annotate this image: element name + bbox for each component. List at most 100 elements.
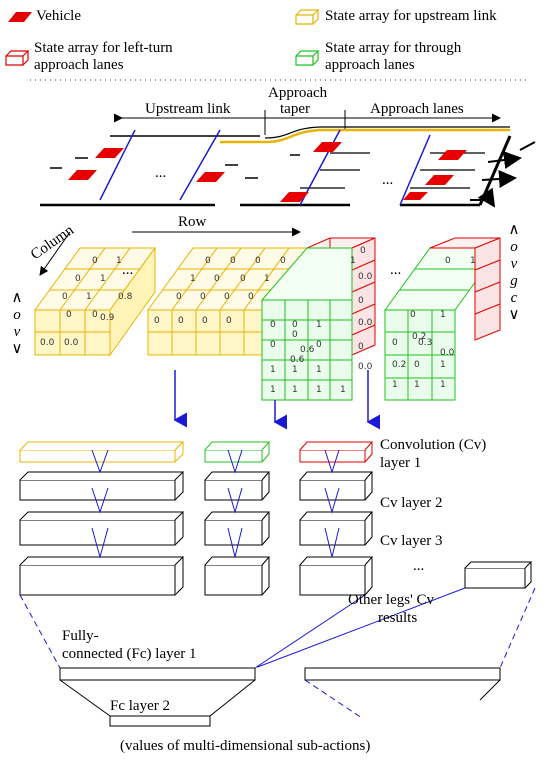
- left-channel-list: ∧ o v ∨: [10, 290, 24, 358]
- cell-value-through-a-10: 1: [316, 365, 322, 375]
- cell-value-through-b-13: 1: [440, 380, 446, 390]
- cell-value-upstream-a-0: 0: [92, 256, 98, 266]
- cell-value-upstream-b-10: 0: [224, 292, 230, 302]
- fc-layers: [19, 587, 536, 727]
- leftturn-grid: [306, 237, 376, 356]
- cell-value-through-a-4: 0: [270, 340, 276, 350]
- approach-taper-label-1: Approach: [268, 85, 328, 101]
- fc1-label-2: connected (Fc) layer 1: [62, 646, 197, 662]
- cell-value-upstream-b-15: 0: [226, 316, 232, 326]
- row-label: Row: [178, 214, 207, 230]
- conv2-label: Cv layer 2: [380, 495, 443, 511]
- legend-upstream-swatch: [295, 9, 320, 25]
- legend-vehicle-swatch: [8, 12, 32, 22]
- cell-value-through-a-2: 1: [316, 320, 322, 330]
- cell-value-through-b-11: 1: [392, 380, 398, 390]
- upstream-grid-a: [34, 246, 156, 357]
- road-ellipsis-1: ...: [155, 165, 167, 181]
- approach-lanes-label: Approach lanes: [370, 101, 464, 117]
- cell-value-through-b-3: 1: [440, 310, 446, 320]
- cell-value-upstream-b-13: 0: [178, 316, 184, 326]
- left-channel-3: ∨: [11, 341, 23, 357]
- cell-value-through-b-6: 0.3: [418, 338, 433, 348]
- fc2-label: Fc layer 2: [110, 698, 170, 714]
- cell-value-upstream-a-3: 1: [100, 274, 106, 284]
- leftturn-grid-b: [429, 237, 501, 341]
- right-channel-1: o: [510, 239, 518, 255]
- cell-value-through-a-0: 0: [270, 320, 276, 330]
- legend-upstream-label: State array for upstream link: [325, 8, 497, 24]
- output-label: (values of multi-dimensional sub-actions…: [120, 738, 371, 754]
- cell-value-upstream-a-11: 0.0: [64, 338, 79, 348]
- cell-value-through-b-4: 0.2: [412, 332, 427, 342]
- cell-value-through-a-8: 1: [270, 365, 276, 375]
- cell-value-through-a-11: 1: [270, 385, 276, 395]
- cell-value-through-b-5: 0: [392, 338, 398, 348]
- legend-through-label-2: approach lanes: [325, 57, 415, 73]
- cell-value-through-b-12: 1: [414, 380, 420, 390]
- cell-value-upstream-a-5: 1: [86, 292, 92, 302]
- cell-value-upstream-a-1: 1: [116, 256, 122, 266]
- legend-leftturn-label-1: State array for left-turn: [34, 40, 173, 56]
- cell-value-upstream-b-4: 1: [190, 274, 196, 284]
- right-channel-5: ∨: [508, 307, 520, 323]
- cell-value-upstream-a-8: 0: [92, 310, 98, 320]
- cell-value-upstream-b-5: 0: [214, 274, 220, 284]
- cell-value-through-a-3: 0: [292, 330, 298, 340]
- column-arrow: [39, 231, 71, 276]
- cell-value-upstream-b-3: 0: [280, 256, 286, 266]
- road-ellipsis-2: ...: [382, 172, 394, 188]
- cell-value-upstream-b-2: 0: [255, 256, 261, 266]
- through-grid-b: [384, 247, 501, 401]
- legend-vehicle-label: Vehicle: [36, 8, 81, 24]
- cell-value-leftturn-0: 0: [360, 246, 366, 256]
- cell-value-through-b-7: 0.0: [440, 348, 455, 358]
- cell-value-upstream-b-14: 0: [202, 316, 208, 326]
- cell-value-through-a-1: 0: [292, 320, 298, 330]
- legend-through-swatch: [295, 50, 320, 66]
- cell-value-through-b-9: 0: [414, 360, 420, 370]
- cnn-column-upstream: [19, 441, 185, 596]
- cell-value-upstream-b-11: 0: [248, 292, 254, 302]
- other-legs-label-2: results: [378, 610, 418, 626]
- cell-value-leftturn-2: 0.0: [358, 272, 373, 282]
- cnn-other-legs: [464, 561, 533, 589]
- cell-value-upstream-a-7: 0: [66, 310, 72, 320]
- cell-value-upstream-a-2: 0: [75, 274, 81, 284]
- upstream-grid-b: [147, 247, 308, 356]
- cell-value-leftturn-6: 0.0: [358, 362, 373, 372]
- cell-value-upstream-b-6: 0: [240, 274, 246, 284]
- cell-value-upstream-b-8: 0: [176, 292, 182, 302]
- upstream-link-label: Upstream link: [145, 101, 231, 117]
- approach-taper-label-2: taper: [280, 101, 310, 117]
- cell-value-leftturn-4: 0.0: [358, 318, 373, 328]
- cell-value-through-b-2: 0: [410, 310, 416, 320]
- cell-value-leftturn-1: 1: [350, 256, 356, 266]
- cell-value-upstream-a-6: 0.8: [118, 292, 133, 302]
- grid-ellipsis-1: ...: [122, 262, 134, 278]
- cell-value-through-b-1: 1: [470, 256, 476, 266]
- left-channel-0: ∧: [11, 290, 23, 306]
- cell-value-upstream-b-1: 0: [230, 256, 236, 266]
- cell-value-through-b-8: 0.2: [392, 360, 407, 370]
- conv1-label-2: layer 1: [380, 455, 422, 471]
- cell-value-leftturn-5: 0: [358, 342, 364, 352]
- cell-value-through-a-5: 0.6: [300, 345, 315, 355]
- cell-value-through-a-12: 1: [292, 385, 298, 395]
- cell-value-upstream-a-9: 0.9: [100, 313, 115, 323]
- right-channel-0: ∧: [508, 222, 520, 238]
- right-channel-2: v: [510, 256, 518, 272]
- cell-value-through-a-13: 1: [316, 385, 322, 395]
- cell-value-through-a-14: 1: [340, 385, 346, 395]
- cell-value-upstream-a-4: 0: [62, 292, 68, 302]
- cell-value-through-a-6: 0: [316, 340, 322, 350]
- right-channel-4: c: [510, 290, 518, 306]
- cell-value-upstream-b-12: 0: [154, 316, 160, 326]
- conv3-label: Cv layer 3: [380, 533, 443, 549]
- conv1-label-1: Convolution (Cv): [380, 437, 487, 453]
- cell-value-upstream-a-10: 0.0: [40, 338, 55, 348]
- grid-ellipsis-2: ...: [390, 262, 402, 278]
- right-channel-3: g: [510, 273, 518, 289]
